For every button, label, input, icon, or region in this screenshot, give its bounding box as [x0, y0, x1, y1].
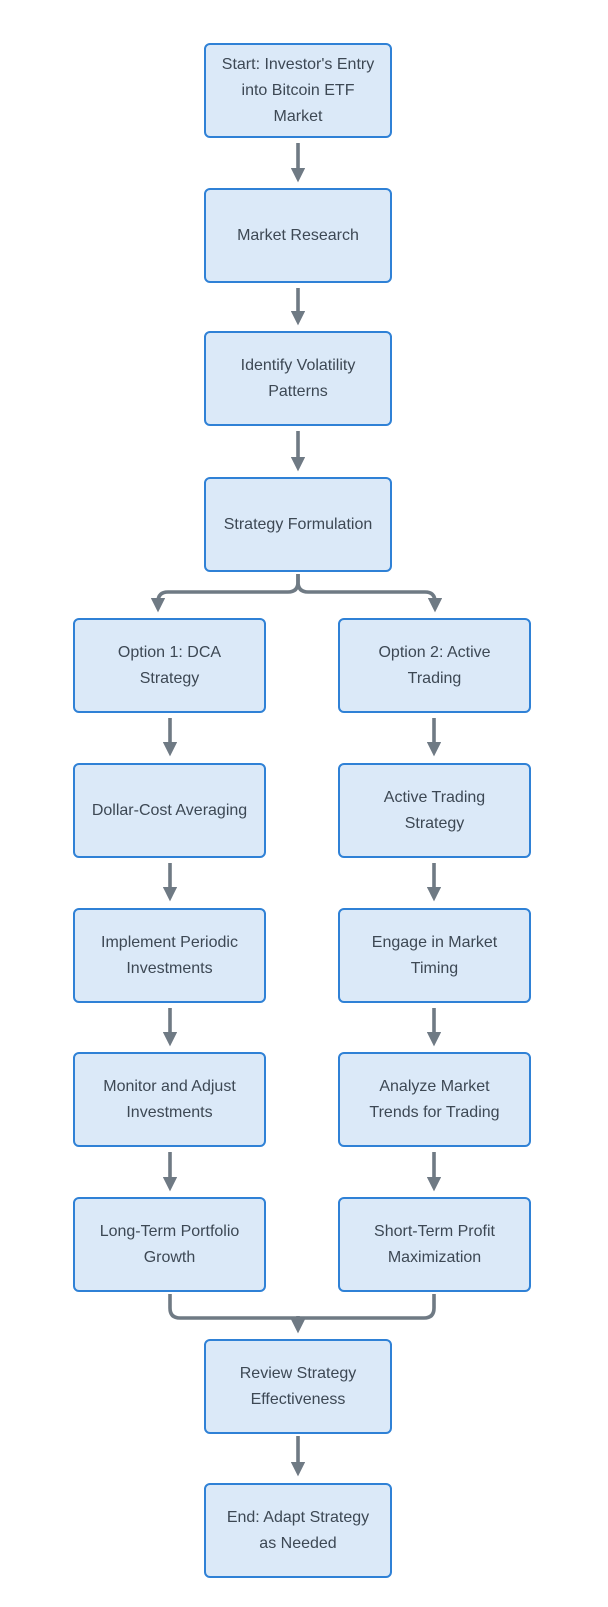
node-start: Start: Investor's Entry into Bitcoin ETF…	[204, 43, 392, 138]
node-dollar-cost-averaging: Dollar-Cost Averaging	[73, 763, 266, 858]
node-active-trading-strategy: Active Trading Strategy	[338, 763, 531, 858]
node-engage-market-timing-label: Engage in Market Timing	[371, 933, 498, 977]
node-dollar-cost-averaging-label: Dollar-Cost Averaging	[91, 801, 248, 819]
node-start-label: Start: Investor's Entry into Bitcoin ETF…	[221, 55, 375, 125]
node-strategy-formulation: Strategy Formulation	[204, 477, 392, 572]
node-analyze-market-trends-label: Analyze Market Trends for Trading	[369, 1077, 500, 1121]
node-implement-periodic: Implement Periodic Investments	[73, 908, 266, 1003]
node-long-term-growth-label: Long-Term Portfolio Growth	[99, 1222, 240, 1266]
edge-long-term-growth-to-review	[168, 1294, 298, 1320]
node-review-effectiveness-label: Review Strategy Effectiveness	[239, 1364, 357, 1408]
node-identify-volatility: Identify Volatility Patterns	[204, 331, 392, 426]
edge-strategy-formulation-to-option-1	[150, 574, 300, 613]
node-active-trading-strategy-label: Active Trading Strategy	[383, 788, 486, 832]
node-option-1-dca: Option 1: DCA Strategy	[73, 618, 266, 713]
edge-strategy-formulation-to-option-2	[296, 574, 443, 613]
node-identify-volatility-label: Identify Volatility Patterns	[240, 356, 356, 400]
node-short-term-profit-label: Short-Term Profit Maximization	[374, 1222, 495, 1266]
node-implement-periodic-label: Implement Periodic Investments	[101, 933, 238, 977]
node-market-research: Market Research	[204, 188, 392, 283]
node-monitor-adjust: Monitor and Adjust Investments	[73, 1052, 266, 1147]
node-end-label: End: Adapt Strategy as Needed	[226, 1508, 370, 1552]
node-analyze-market-trends: Analyze Market Trends for Trading	[338, 1052, 531, 1147]
node-review-effectiveness: Review Strategy Effectiveness	[204, 1339, 392, 1434]
node-short-term-profit: Short-Term Profit Maximization	[338, 1197, 531, 1292]
node-option-2-active-trading: Option 2: Active Trading	[338, 618, 531, 713]
node-monitor-adjust-label: Monitor and Adjust Investments	[103, 1077, 236, 1121]
node-option-1-dca-label: Option 1: DCA Strategy	[117, 643, 222, 687]
node-strategy-formulation-label: Strategy Formulation	[223, 515, 373, 533]
node-long-term-growth: Long-Term Portfolio Growth	[73, 1197, 266, 1292]
node-market-research-label: Market Research	[237, 226, 359, 244]
edge-short-term-profit-to-review	[298, 1294, 436, 1320]
node-engage-market-timing: Engage in Market Timing	[338, 908, 531, 1003]
node-end: End: Adapt Strategy as Needed	[204, 1483, 392, 1578]
node-option-2-active-trading-label: Option 2: Active Trading	[378, 643, 491, 687]
